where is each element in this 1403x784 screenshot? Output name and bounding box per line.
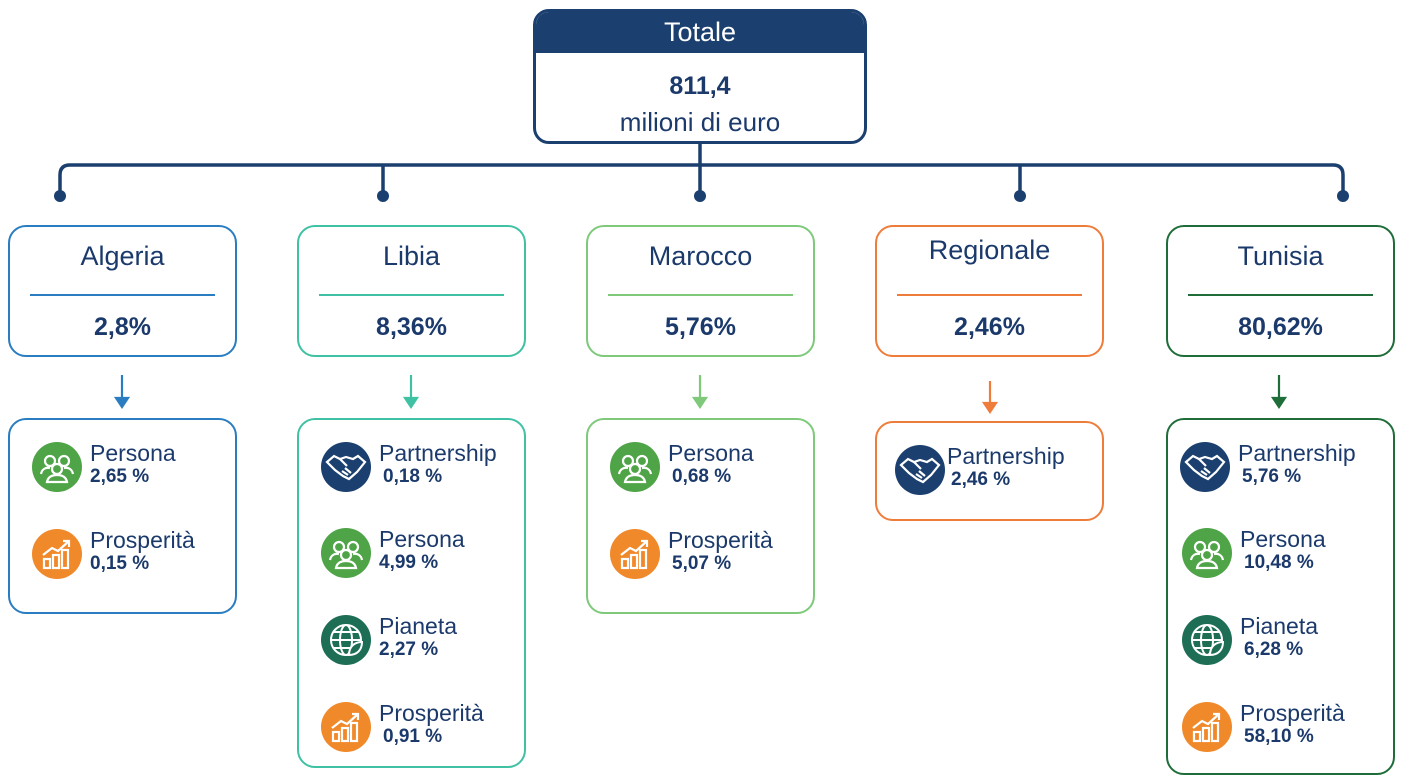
pillar-label: Partnership	[1238, 440, 1356, 466]
people-icon	[1182, 528, 1232, 578]
pillar-value: 2,46 %	[951, 469, 1011, 490]
arrow-down-tunisia	[1270, 375, 1288, 409]
pillar-value: 0,15 %	[90, 553, 150, 574]
handshake-icon	[1180, 442, 1230, 492]
country-box-algeria: Algeria 2,8%	[8, 225, 237, 357]
divider	[1188, 294, 1373, 296]
pillar-value: 10,48 %	[1244, 552, 1314, 573]
pillar-value: 2,65 %	[90, 466, 150, 487]
list-item: Persona 10,48 %	[1182, 526, 1392, 582]
list-item: Prosperità 5,07 %	[610, 527, 820, 583]
list-item: Pianeta 2,27 %	[321, 613, 531, 669]
arrow-down-regionale	[981, 381, 999, 414]
country-percentage: 2,8%	[94, 313, 151, 341]
pillar-value: 5,07 %	[672, 553, 732, 574]
arrow-down-libia	[402, 375, 420, 409]
pillar-value: 0,68 %	[672, 466, 732, 487]
pillar-label: Pianeta	[379, 613, 458, 639]
people-icon	[610, 442, 660, 492]
detail-box-tunisia: Partnership 5,76 % Persona 10,48 % Piane…	[1166, 418, 1395, 775]
total-unit: milioni di euro	[619, 107, 781, 137]
arrow-down-algeria	[113, 375, 131, 409]
pillar-label: Persona	[668, 440, 754, 466]
list-item: Prosperità 0,91 %	[321, 700, 531, 756]
list-item: Partnership 2,46 %	[895, 443, 1105, 499]
pillar-value: 5,76 %	[1242, 466, 1302, 487]
divider	[897, 294, 1082, 296]
globe-leaf-icon	[1182, 615, 1232, 665]
divider	[319, 294, 504, 296]
people-icon	[32, 442, 82, 492]
pillar-label: Prosperità	[379, 700, 484, 726]
list-item: Prosperità 58,10 %	[1182, 700, 1392, 756]
globe-leaf-icon	[321, 615, 371, 665]
divider	[608, 294, 793, 296]
total-value: 811,4	[669, 72, 731, 100]
detail-box-regionale: Partnership 2,46 %	[875, 421, 1104, 521]
detail-box-libia: Partnership 0,18 % Persona 4,99 % Pianet…	[297, 418, 526, 768]
pillar-label: Partnership	[947, 443, 1065, 469]
growth-chart-icon	[1182, 702, 1232, 752]
country-name: Algeria	[80, 241, 165, 271]
country-percentage: 5,76%	[665, 313, 736, 341]
detail-box-algeria: Persona 2,65 % Prosperità 0,15 %	[8, 418, 237, 614]
pillar-label: Persona	[379, 526, 465, 552]
pillar-label: Prosperità	[90, 527, 195, 553]
list-item: Persona 2,65 %	[32, 440, 242, 496]
country-name: Regionale	[928, 235, 1051, 265]
country-box-marocco: Marocco 5,76%	[586, 225, 815, 357]
pillar-value: 2,27 %	[379, 639, 439, 660]
total-box: Totale 811,4 milioni di euro	[533, 9, 867, 144]
country-name: Libia	[382, 241, 441, 271]
country-box-libia: Libia 8,36%	[297, 225, 526, 357]
growth-chart-icon	[610, 529, 660, 579]
detail-box-marocco: Persona 0,68 % Prosperità 5,07 %	[586, 418, 815, 614]
country-box-tunisia: Tunisia 80,62%	[1166, 225, 1395, 357]
pillar-label: Persona	[90, 440, 176, 466]
handshake-icon	[895, 445, 945, 495]
country-box-regionale: Regionale 2,46%	[875, 225, 1104, 357]
pillar-label: Pianeta	[1240, 613, 1319, 639]
pillar-value: 58,10 %	[1244, 726, 1314, 747]
pillar-value: 0,91 %	[383, 726, 443, 747]
country-name: Tunisia	[1237, 241, 1324, 271]
country-percentage: 2,46%	[954, 313, 1025, 341]
pillar-value: 0,18 %	[383, 466, 443, 487]
list-item: Persona 0,68 %	[610, 440, 820, 496]
pillar-label: Partnership	[379, 440, 497, 466]
total-header: Totale	[536, 12, 864, 53]
growth-chart-icon	[32, 529, 82, 579]
country-percentage: 8,36%	[376, 313, 447, 341]
pillar-label: Persona	[1240, 526, 1326, 552]
growth-chart-icon	[321, 702, 371, 752]
list-item: Partnership 0,18 %	[321, 440, 531, 496]
country-percentage: 80,62%	[1238, 313, 1323, 341]
list-item: Prosperità 0,15 %	[32, 527, 242, 583]
country-name: Marocco	[648, 241, 753, 271]
divider	[30, 294, 215, 296]
list-item: Persona 4,99 %	[321, 526, 531, 582]
list-item: Partnership 5,76 %	[1180, 440, 1390, 496]
list-item: Pianeta 6,28 %	[1182, 613, 1392, 669]
people-icon	[321, 528, 371, 578]
pillar-value: 6,28 %	[1244, 639, 1304, 660]
pillar-value: 4,99 %	[379, 552, 439, 573]
pillar-label: Prosperità	[1240, 700, 1345, 726]
handshake-icon	[321, 442, 371, 492]
arrow-down-marocco	[691, 375, 709, 409]
pillar-label: Prosperità	[668, 527, 773, 553]
